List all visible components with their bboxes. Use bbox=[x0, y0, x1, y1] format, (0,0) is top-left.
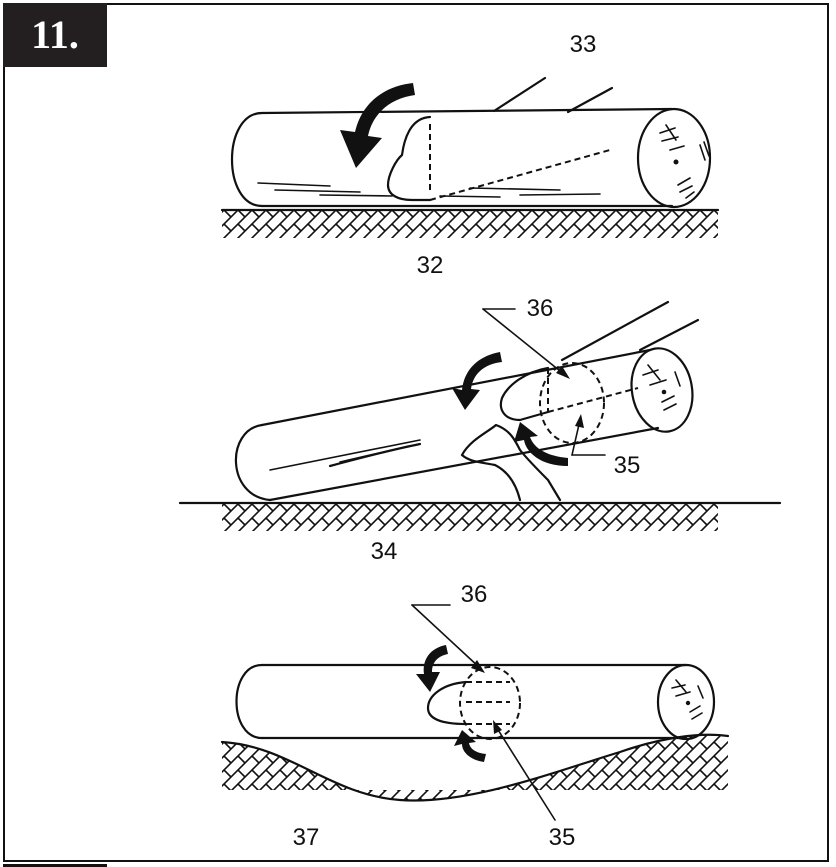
log-right-end bbox=[630, 347, 694, 433]
log-left-end bbox=[235, 663, 264, 740]
leader-36-arrowhead bbox=[556, 366, 570, 379]
cut-hidden-line bbox=[547, 368, 639, 413]
label-37: 37 bbox=[293, 824, 320, 851]
figure-frame bbox=[3, 3, 829, 862]
label-36: 36 bbox=[527, 295, 554, 322]
detail-circle bbox=[539, 362, 605, 444]
leader-36-diag bbox=[482, 308, 566, 376]
rotation-arrow-bottom bbox=[514, 422, 568, 466]
log-right-end bbox=[636, 107, 712, 209]
bark-grain bbox=[257, 182, 601, 198]
leader-36-diag bbox=[411, 604, 481, 669]
log-core-dot bbox=[661, 389, 667, 395]
bark-grain bbox=[269, 439, 421, 471]
label-36: 36 bbox=[461, 581, 488, 608]
rotation-arrow bbox=[340, 83, 415, 168]
cut-notch bbox=[386, 115, 432, 202]
log-right-end bbox=[656, 663, 716, 741]
panel-top-log bbox=[220, 76, 720, 238]
cut-hidden-line bbox=[429, 149, 611, 201]
ground-line bbox=[220, 733, 730, 802]
panel-middle-log bbox=[178, 300, 782, 531]
log-outline bbox=[260, 107, 674, 208]
log-outline bbox=[260, 663, 688, 740]
cut-notch bbox=[426, 680, 468, 726]
log-left-end bbox=[230, 111, 264, 208]
ground-hatch bbox=[222, 210, 718, 238]
saw-bar-line-upper bbox=[492, 76, 547, 113]
saw-bar-line-lower bbox=[638, 318, 700, 352]
log-outline bbox=[260, 348, 660, 502]
log-left-end bbox=[234, 423, 272, 502]
saw-bar-line-upper bbox=[560, 300, 670, 362]
rotation-arrow-top bbox=[452, 352, 502, 410]
rotation-arrow-bottom bbox=[454, 730, 486, 762]
figure-number-badge: 11. bbox=[3, 3, 107, 67]
label-35: 35 bbox=[614, 452, 641, 479]
log-core-dot bbox=[673, 159, 679, 165]
label-32: 32 bbox=[417, 252, 444, 279]
label-34: 34 bbox=[371, 538, 398, 565]
ground-hatch bbox=[222, 503, 718, 531]
log-core-dot bbox=[685, 700, 691, 706]
log-grain-marks bbox=[671, 679, 704, 720]
label-35: 35 bbox=[549, 824, 576, 851]
cut-notch bbox=[499, 366, 550, 422]
leader-35-arrowhead bbox=[493, 720, 502, 734]
saw-bar-line-lower bbox=[566, 86, 614, 114]
leader-35-diag bbox=[494, 724, 556, 821]
cut-hidden-line bbox=[466, 681, 510, 725]
rotation-arrow-top bbox=[416, 645, 448, 692]
bark-split bbox=[328, 442, 422, 468]
detail-circle bbox=[459, 666, 521, 740]
leader-36-arrowhead bbox=[471, 660, 485, 673]
split-break bbox=[460, 423, 562, 502]
panel-bottom-log bbox=[220, 604, 730, 821]
bottom-rule bbox=[3, 864, 107, 867]
leader-35-arrowhead bbox=[575, 414, 584, 428]
ground-hatch bbox=[222, 734, 728, 801]
log-grain-marks bbox=[642, 364, 681, 411]
label-33: 33 bbox=[570, 31, 597, 58]
log-grain-marks bbox=[659, 124, 710, 199]
